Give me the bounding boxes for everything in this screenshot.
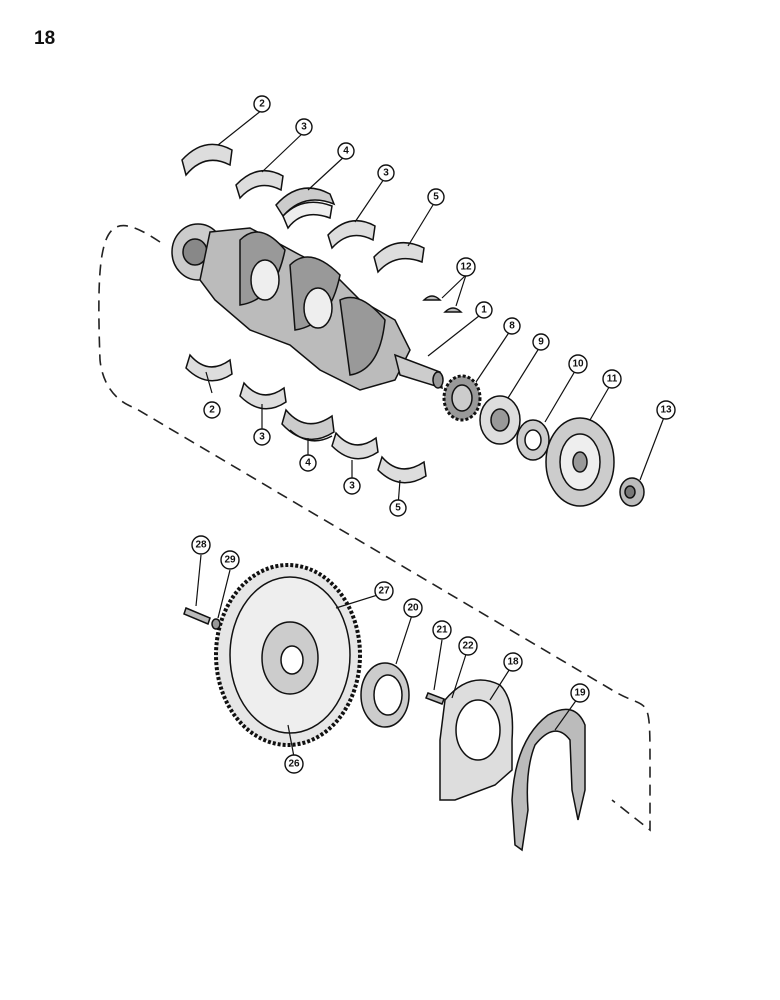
svg-text:28: 28 [195,540,207,551]
front-oil-seal [516,419,550,461]
leader-lines [195,109,667,758]
callout-8: 8 [503,317,521,335]
callout-12: 12 [456,257,476,277]
callout-4-lower: 4 [299,454,317,472]
svg-text:11: 11 [607,374,618,385]
assembly-boundary-dashed [98,224,651,832]
svg-text:26: 26 [288,759,300,770]
thrust-bearing-lower-4 [281,408,335,442]
bearing-shell-upper-3a [235,169,284,200]
svg-text:4: 4 [343,146,349,157]
bearing-shell-lower-3b [331,431,379,460]
svg-text:3: 3 [301,122,307,133]
callout-22: 22 [458,636,478,656]
woodruff-keys [422,295,463,313]
rear-seal-retainer-plate [439,679,514,801]
rear-oil-seal [360,662,410,728]
callout-3-lower-b: 3 [343,477,361,495]
svg-text:5: 5 [395,503,401,514]
callout-3-lower-a: 3 [253,428,271,446]
flywheel-bolt [183,606,211,626]
svg-text:3: 3 [259,432,265,443]
svg-text:4: 4 [305,458,311,469]
callout-27: 27 [374,581,394,601]
callout-5-lower: 5 [389,499,407,517]
svg-text:13: 13 [660,405,672,416]
pulley-nut [619,477,645,507]
bearing-shell-upper-2 [181,143,233,177]
callout-3-upper-b: 3 [377,164,395,182]
svg-text:5: 5 [433,192,439,203]
callout-28: 28 [191,535,211,555]
callout-19: 19 [570,683,590,703]
bearing-shell-upper-3b [327,219,376,250]
bearing-shell-upper-5 [373,241,425,274]
callout-20: 20 [403,598,423,618]
callout-21: 21 [432,620,452,640]
callout-9: 9 [532,333,550,351]
retainer-gasket [511,708,586,852]
callout-1: 1 [475,301,493,319]
thrust-bearing-upper-4 [275,187,336,230]
svg-text:12: 12 [460,262,472,273]
svg-text:1: 1 [481,305,487,316]
crankshaft-pulley [545,417,615,507]
callout-18: 18 [503,652,523,672]
bearing-shell-lower-3a [239,381,287,410]
svg-text:19: 19 [574,688,586,699]
svg-text:18: 18 [507,657,519,668]
callout-10: 10 [568,354,588,374]
svg-text:10: 10 [572,359,584,370]
callout-3-upper-a: 3 [295,118,313,136]
callout-26: 26 [284,754,304,774]
flywheel [214,563,362,747]
callout-5-upper: 5 [427,188,445,206]
crankshaft [171,223,444,391]
svg-text:8: 8 [509,321,515,332]
bearing-shell-lower-2 [185,353,233,382]
svg-text:2: 2 [209,405,215,416]
crankshaft-gear [442,374,482,422]
svg-text:9: 9 [538,337,544,348]
lock-washer [211,618,221,630]
bearing-shell-lower-5 [377,455,427,484]
svg-text:27: 27 [378,586,390,597]
svg-text:20: 20 [407,603,419,614]
svg-text:3: 3 [383,168,389,179]
svg-text:3: 3 [349,481,355,492]
svg-text:2: 2 [259,99,265,110]
callout-2-upper: 2 [253,95,271,113]
svg-text:29: 29 [224,555,236,566]
oil-slinger [479,395,521,445]
callout-13: 13 [656,400,676,420]
svg-text:21: 21 [436,625,448,636]
page-number: 18 [34,28,56,49]
callout-4-upper: 4 [337,142,355,160]
callout-29: 29 [220,550,240,570]
svg-text:22: 22 [462,641,474,652]
callout-2-lower: 2 [203,401,221,419]
callout-11: 11 [602,369,622,389]
